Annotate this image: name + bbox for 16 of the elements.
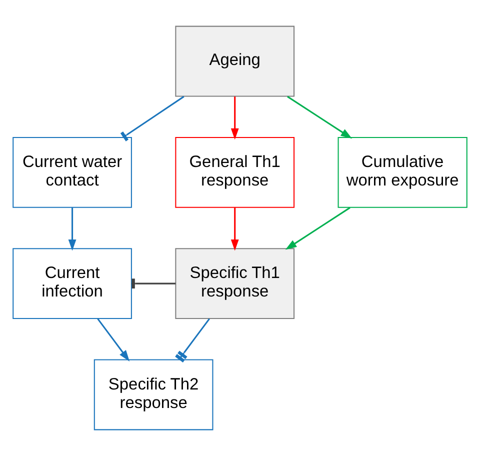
- arrow: [230, 96, 238, 140]
- connector: [174, 318, 210, 362]
- arrow: [230, 208, 238, 251]
- connector: [120, 96, 184, 142]
- node-box: Specific Th1 response: [174, 248, 294, 320]
- arrow: [286, 96, 352, 139]
- node-box: General Th1 response: [174, 136, 294, 208]
- node-box: Current water contact: [12, 136, 132, 208]
- arrow: [284, 207, 350, 250]
- arrow: [96, 318, 130, 362]
- node-box: Specific Th2 response: [93, 359, 213, 430]
- node-box: Current infection: [12, 248, 132, 320]
- node-box: Ageing: [174, 26, 294, 97]
- node-box: Cumulative worm exposure: [337, 136, 467, 208]
- arrow: [68, 208, 76, 251]
- connector: [131, 278, 176, 288]
